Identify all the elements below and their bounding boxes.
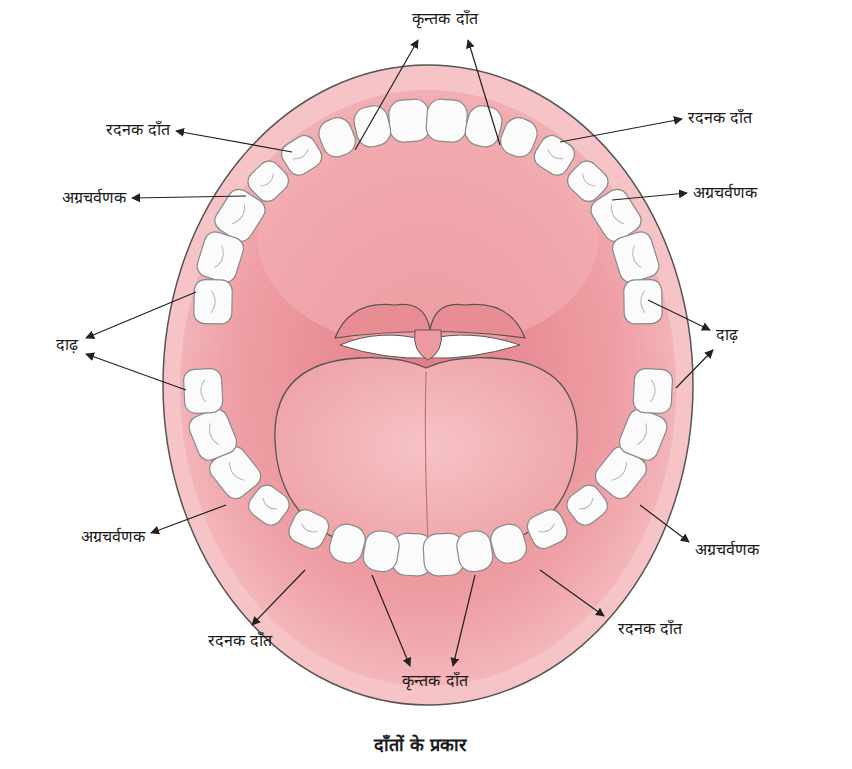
tooth [388,98,431,143]
tooth-crown [633,368,673,414]
part-label: रदनक दाँत [106,120,170,139]
tooth-groove [546,149,563,162]
tooth-groove [215,246,226,269]
tooth [624,279,663,324]
tooth-crown [463,103,505,150]
tooth-groove [293,149,310,162]
tooth [186,406,240,464]
leader-line [612,193,687,200]
uvula [415,330,442,360]
tooth-groove [580,174,596,189]
palate [258,130,598,350]
leader-line [132,196,246,198]
figure-caption: दाँतों के प्रकार [374,734,467,756]
leader-line [355,40,418,150]
tooth-groove [232,205,248,227]
tooth-crown [285,506,332,552]
part-label: अग्रचर्वणक [695,540,759,559]
tooth-crown [351,103,393,150]
part-label: अग्रचर्वणक [693,183,757,202]
leader-line [151,505,226,533]
leader-lines [86,40,713,666]
part-label: अग्रचर्वणक [62,188,126,207]
leader-line [86,292,196,338]
part-label: दाढ़ [56,335,78,354]
tooth-groove [226,462,244,483]
tooth [361,529,401,574]
tooth-groove [608,205,624,227]
tooth-crown [487,521,529,567]
leader-line [468,40,500,145]
part-label: रदनक दाँत [688,108,752,127]
tooth-groove [650,380,655,402]
tooth [194,229,246,285]
tooth [616,406,670,464]
tooth [326,521,368,567]
tooth-crown [194,279,233,324]
tongue [275,358,577,555]
face-outline [163,65,693,705]
tooth [194,279,233,324]
tooth-groove [300,524,318,535]
tongue-midline [425,372,428,540]
tooth-crown [616,406,670,464]
part-label: रदनक दाँत [208,631,272,650]
leader-line [540,570,604,616]
tooth-crown [326,521,368,567]
tooth [487,521,529,567]
leader-line [676,350,713,388]
tooth [351,103,393,150]
tooth-groove [261,498,278,512]
tooth-crown [194,229,246,285]
tooth [633,368,673,414]
tooth-crown [455,529,495,574]
tooth [524,506,571,552]
tooth-groove [641,291,646,313]
leader-line [648,300,710,330]
tooth-groove [579,498,596,512]
part-label: दाढ़ [716,325,738,344]
leader-line [176,131,292,152]
tooth-crown [361,529,401,574]
tooth-groove [206,423,219,446]
leader-line [640,505,689,542]
leader-line [86,354,186,390]
leader-line [560,119,682,142]
tooth-groove [637,423,650,446]
tooth-crown [183,368,223,414]
tooth-crown [425,98,468,143]
tooth-groove [630,246,641,269]
part-label: कृन्तक दाँत [402,671,467,690]
tooth [455,529,495,574]
part-label: रदनक दाँत [618,619,682,638]
tooth [425,98,468,143]
leader-line [453,575,475,666]
tooth-crown [624,279,663,324]
leader-line [252,570,305,625]
tooth-groove [200,380,205,402]
teeth [183,98,673,576]
tooth [285,506,332,552]
mouth-cavity [180,90,676,686]
part-label: अग्रचर्वणक [81,527,145,546]
tooth-groove [612,462,630,483]
tooth-crown [388,98,431,143]
tooth [183,368,223,414]
tooth [463,103,505,150]
tooth-groove [538,524,556,535]
tooth-groove [211,291,216,313]
tooth-crown [524,506,571,552]
tooth-groove [260,174,276,189]
tooth-crown [186,406,240,464]
tooth [610,229,662,285]
part-label: कृन्तक दाँत [412,9,477,28]
leader-line [372,575,410,666]
tooth-crown [610,229,662,285]
